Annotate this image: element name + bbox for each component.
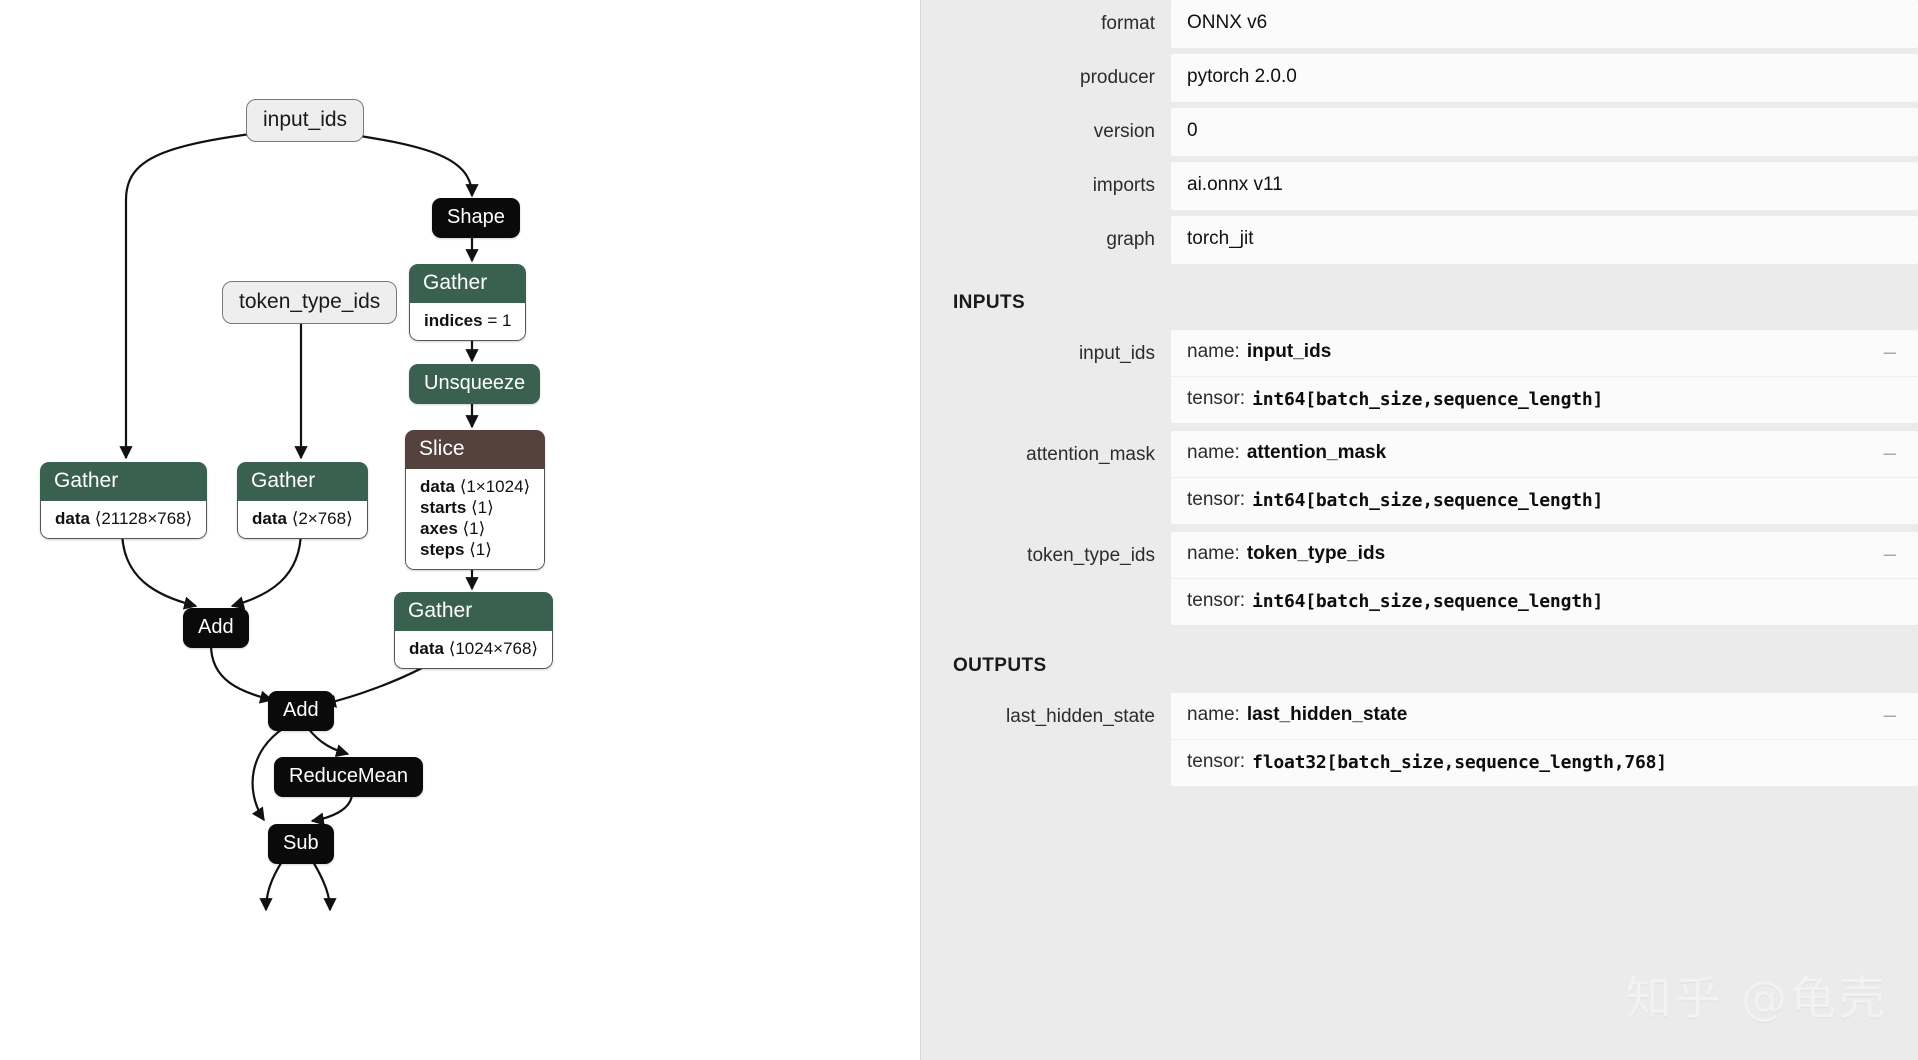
output-name: last_hidden_state	[1006, 706, 1155, 727]
output-name-line: name: last_hidden_state –	[1171, 693, 1918, 739]
node-attribute-data: data ⟨2×768⟩	[252, 509, 353, 528]
inputs-list: input_ids name: input_ids – tensor: int64[bat…	[921, 330, 1918, 625]
property-name: imports	[1092, 175, 1155, 196]
property-value: pytorch 2.0.0	[1171, 54, 1918, 102]
output-row-last_hidden_state: last_hidden_state name: last_hidden_state –…	[921, 693, 1918, 786]
tensor-label: tensor:	[1187, 751, 1246, 772]
property-row-format: format ONNX v6	[921, 0, 1918, 48]
property-row-imports: imports ai.onnx v11	[921, 162, 1918, 210]
name-value: attention_mask	[1246, 442, 1387, 463]
input-card: name: token_type_ids – tensor: int64[batch_s…	[1171, 532, 1918, 625]
input-tensor-line: tensor: int64[batch_size,sequence_length]	[1171, 376, 1918, 423]
node-attribute-data: data ⟨1×1024⟩	[420, 477, 531, 496]
node-title: Gather	[237, 462, 368, 501]
graph-node-gather_token[interactable]: Gather data ⟨2×768⟩	[237, 462, 368, 539]
name-value: last_hidden_state	[1246, 704, 1408, 725]
property-name: version	[1093, 121, 1155, 142]
input-card: name: input_ids – tensor: int64[batch_size,s…	[1171, 330, 1918, 423]
graph-node-unsqueeze[interactable]: Unsqueeze	[409, 364, 541, 404]
graph-node-input_ids[interactable]: input_ids	[246, 99, 365, 142]
input-name: token_type_ids	[1027, 545, 1155, 566]
graph-node-gather_pos[interactable]: Gather data ⟨1024×768⟩	[394, 592, 554, 669]
property-row-version: version 0	[921, 108, 1918, 156]
graph-node-gather_idx[interactable]: Gather indices = 1	[409, 264, 527, 341]
property-row-producer: producer pytorch 2.0.0	[921, 54, 1918, 102]
node-attribute-axes: axes ⟨1⟩	[420, 519, 486, 538]
property-value: 0	[1171, 108, 1918, 156]
tensor-label: tensor:	[1187, 489, 1246, 510]
inputs-section-title: INPUTS	[953, 292, 1026, 313]
property-value: ai.onnx v11	[1171, 162, 1918, 210]
node-title: Slice	[405, 430, 546, 469]
watermark: 知乎 @龟壳	[1625, 971, 1888, 1025]
tensor-value: int64[batch_size,sequence_length]	[1252, 388, 1604, 410]
input-row-input_ids: input_ids name: input_ids – tensor: int64[bat…	[921, 330, 1918, 423]
node-title: Gather	[394, 592, 554, 631]
graph-node-add2[interactable]: Add	[268, 691, 334, 731]
input-name: attention_mask	[1026, 444, 1155, 465]
node-title: Gather	[409, 264, 527, 303]
graph-node-gather_word[interactable]: Gather data ⟨21128×768⟩	[40, 462, 208, 539]
input-card: name: attention_mask – tensor: int64[batch_s…	[1171, 431, 1918, 524]
node-title: Gather	[40, 462, 208, 501]
property-value: torch_jit	[1171, 216, 1918, 264]
input-row-attention_mask: attention_mask name: attention_mask – tensor…	[921, 431, 1918, 524]
node-attribute-data: data ⟨1024×768⟩	[409, 639, 539, 658]
input-name: input_ids	[1078, 343, 1155, 364]
input-tensor-line: tensor: int64[batch_size,sequence_length]	[1171, 477, 1918, 524]
node-attribute-data: data ⟨21128×768⟩	[55, 509, 193, 528]
model-properties-sidebar[interactable]: format ONNX v6 producer pytorch 2.0.0 versio…	[920, 0, 1918, 1060]
node-attributes: data ⟨21128×768⟩	[40, 501, 208, 539]
collapse-icon[interactable]: –	[1883, 541, 1896, 566]
node-attributes: data ⟨1024×768⟩	[394, 631, 554, 669]
property-value: ONNX v6	[1171, 0, 1918, 48]
input-row-token_type_ids: token_type_ids name: token_type_ids – tensor…	[921, 532, 1918, 625]
graph-node-add1[interactable]: Add	[183, 608, 249, 648]
property-name: producer	[1080, 67, 1155, 88]
node-attributes: data ⟨2×768⟩	[237, 501, 368, 539]
output-tensor-line: tensor: float32[batch_size,sequence_lengt…	[1171, 739, 1918, 786]
model-properties-list: format ONNX v6 producer pytorch 2.0.0 versio…	[921, 0, 1918, 264]
tensor-value: float32[batch_size,sequence_length,768]	[1252, 751, 1667, 773]
input-name-line: name: input_ids –	[1171, 330, 1918, 376]
input-name-line: name: token_type_ids –	[1171, 532, 1918, 578]
name-value: token_type_ids	[1246, 543, 1386, 564]
node-attribute-steps: steps ⟨1⟩	[420, 540, 492, 559]
collapse-icon[interactable]: –	[1883, 339, 1896, 364]
graph-node-slice[interactable]: Slice data ⟨1×1024⟩ starts ⟨1⟩ axes ⟨1⟩ step…	[405, 430, 546, 570]
graph-node-token_type_ids[interactable]: token_type_ids	[222, 281, 398, 324]
graph-node-sub[interactable]: Sub	[268, 824, 334, 864]
property-name: format	[1101, 13, 1155, 34]
node-attributes: data ⟨1×1024⟩ starts ⟨1⟩ axes ⟨1⟩ steps ⟨1⟩	[405, 469, 546, 570]
collapse-icon[interactable]: –	[1883, 702, 1896, 727]
outputs-section-title: OUTPUTS	[953, 655, 1047, 676]
output-card: name: last_hidden_state – tensor: float32[ba…	[1171, 693, 1918, 786]
property-name: graph	[1106, 229, 1155, 250]
graph-node-reducemean[interactable]: ReduceMean	[274, 757, 423, 797]
tensor-label: tensor:	[1187, 388, 1246, 409]
outputs-list: last_hidden_state name: last_hidden_state –…	[921, 693, 1918, 786]
name-label: name:	[1187, 704, 1240, 725]
input-name-line: name: attention_mask –	[1171, 431, 1918, 477]
name-value: input_ids	[1246, 341, 1332, 362]
graph-node-shape[interactable]: Shape	[432, 198, 520, 238]
collapse-icon[interactable]: –	[1883, 440, 1896, 465]
name-label: name:	[1187, 341, 1240, 362]
property-row-graph: graph torch_jit	[921, 216, 1918, 264]
tensor-value: int64[batch_size,sequence_length]	[1252, 590, 1604, 612]
node-attribute-indices: indices = 1	[424, 311, 512, 330]
input-tensor-line: tensor: int64[batch_size,sequence_length]	[1171, 578, 1918, 625]
tensor-value: int64[batch_size,sequence_length]	[1252, 489, 1604, 511]
node-attributes: indices = 1	[409, 303, 527, 341]
tensor-label: tensor:	[1187, 590, 1246, 611]
name-label: name:	[1187, 442, 1240, 463]
name-label: name:	[1187, 543, 1240, 564]
node-attribute-starts: starts ⟨1⟩	[420, 498, 494, 517]
